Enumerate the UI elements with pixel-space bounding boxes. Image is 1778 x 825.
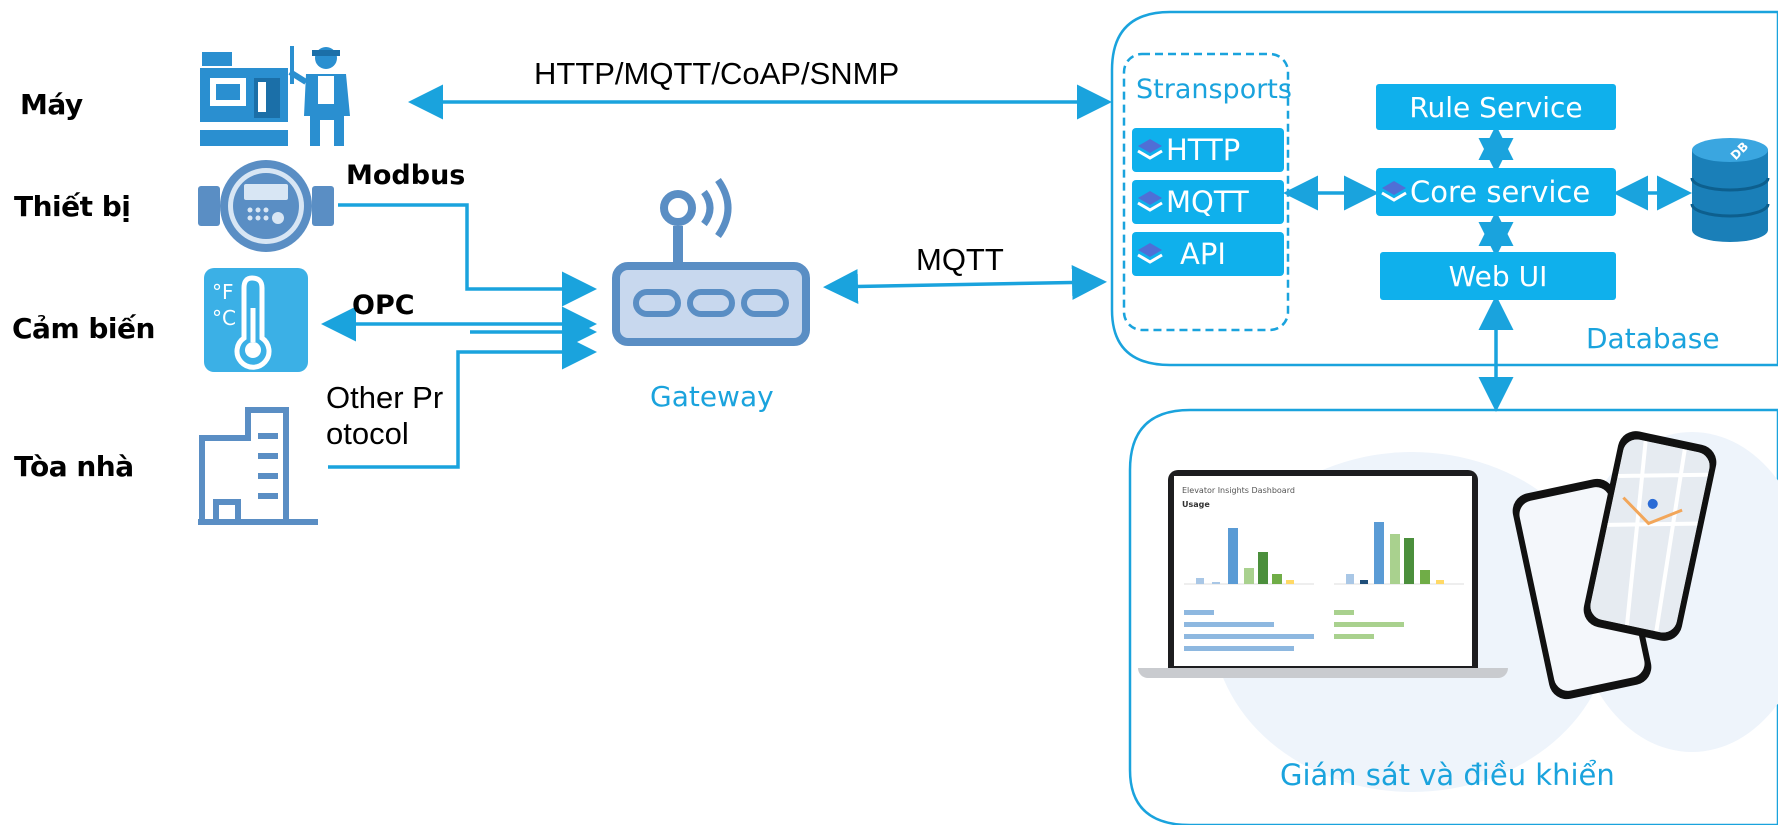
transports-title: Stransports: [1136, 74, 1292, 105]
phone-front: [1580, 427, 1720, 645]
label-thiet-bi: Thiết bị: [14, 190, 131, 223]
label-toa-nha: Tòa nhà: [14, 450, 134, 483]
laptop-screen: Elevator Insights Dashboard Usage: [1174, 476, 1472, 666]
machine-operator-icon: [200, 46, 350, 146]
dashboard-preview: [1184, 522, 1464, 651]
arrow-gateway-transports: [823, 265, 1107, 304]
monitor-label: Giám sát và điều khiển: [1280, 758, 1615, 792]
layers-icon: [1381, 181, 1407, 202]
protocol-mqtt-label: MQTT: [916, 242, 1004, 277]
protocol-modbus-label: Modbus: [346, 160, 466, 191]
map-preview: [1587, 436, 1713, 636]
gateway-label: Gateway: [650, 380, 774, 413]
dashboard-subtitle: Usage: [1182, 500, 1210, 509]
transport-http: HTTP: [1132, 128, 1284, 172]
transport-api: API: [1132, 232, 1284, 276]
database-icon: [1690, 138, 1770, 242]
thermometer-c-label: °C: [212, 306, 236, 330]
core-service-box: Core service: [1376, 168, 1616, 216]
transport-api-label: API: [1180, 237, 1226, 271]
laptop-base: [1138, 668, 1508, 678]
core-service-label: Core service: [1410, 175, 1591, 209]
transport-http-label: HTTP: [1166, 133, 1241, 167]
transports-container: [1122, 52, 1290, 332]
rule-service-box: Rule Service: [1376, 84, 1616, 130]
protocol-other-label: Other Protocol: [326, 380, 444, 451]
arrow-other: [328, 334, 597, 469]
building-icon: [198, 407, 318, 525]
arrow-modbus: [338, 203, 597, 307]
phone-map-screen: [1587, 436, 1713, 636]
layers-icon: [1137, 139, 1163, 160]
layers-icon: [1137, 243, 1163, 264]
router-icon: [612, 177, 810, 346]
label-cam-bien: Cảm biến: [12, 312, 155, 345]
transport-mqtt: MQTT: [1132, 180, 1284, 224]
thermometer-f-label: °F: [212, 280, 234, 304]
transport-mqtt-label: MQTT: [1166, 185, 1249, 219]
thermometer-icon: [204, 268, 308, 372]
meter-device-icon: [198, 160, 334, 252]
web-ui-box: Web UI: [1380, 252, 1616, 300]
label-may: Máy: [20, 88, 83, 121]
protocol-top-label: HTTP/MQTT/CoAP/SNMP: [534, 56, 900, 91]
database-container: [1110, 10, 1778, 367]
dashboard-title: Elevator Insights Dashboard: [1182, 486, 1295, 495]
protocol-opc-label: OPC: [352, 290, 415, 321]
database-label: Database: [1586, 322, 1720, 355]
layers-icon: [1137, 191, 1163, 212]
